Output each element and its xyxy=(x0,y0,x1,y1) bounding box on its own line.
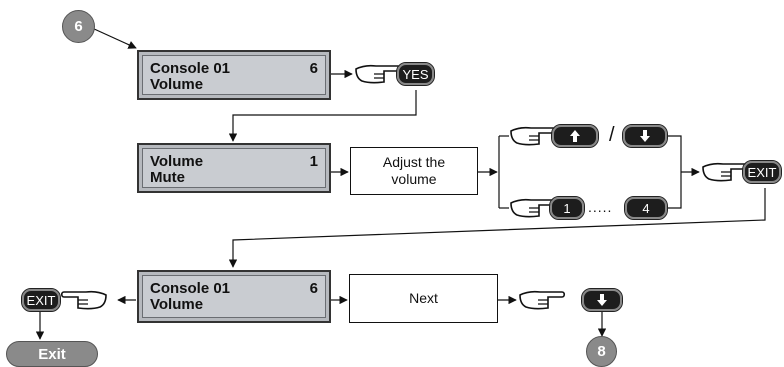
arrow-down-icon xyxy=(640,130,650,142)
next-box: Next xyxy=(349,274,498,323)
lcd-screen-console-volume-bottom: Console 01 Volume 6 xyxy=(137,270,331,323)
exit-end-label: Exit xyxy=(38,345,66,363)
exit-key-label-right: EXIT xyxy=(747,164,777,180)
adjust-volume-label: Adjust the volume xyxy=(382,154,446,187)
lcd-top-line2: Volume xyxy=(150,76,204,93)
yes-key-label: YES xyxy=(402,66,429,82)
arrow-down-icon xyxy=(597,294,607,306)
number-4-key-button[interactable]: 4 xyxy=(624,196,668,220)
step-badge-end: 8 xyxy=(586,336,617,367)
number-4-label: 4 xyxy=(642,200,650,216)
arrow-up-icon xyxy=(570,130,580,142)
lcd-bottom-line1: Console 01 xyxy=(150,280,231,297)
up-arrow-key-button[interactable] xyxy=(551,124,599,148)
pointing-hand-icon xyxy=(510,126,557,146)
lcd-middle-line1: Volume xyxy=(150,153,204,170)
exit-key-button-right[interactable]: EXIT xyxy=(742,160,782,184)
pointing-hand-icon xyxy=(355,64,402,84)
adjust-volume-box: Adjust the volume xyxy=(350,147,478,195)
exit-key-button-left[interactable]: EXIT xyxy=(21,288,61,312)
number-1-key-button[interactable]: 1 xyxy=(549,196,585,220)
range-ellipsis: ..... xyxy=(588,199,613,215)
lcd-bottom-line2: Volume xyxy=(150,296,204,313)
step-end-number: 8 xyxy=(597,343,606,360)
pointing-hand-icon xyxy=(519,290,566,310)
lcd-bottom-number: 6 xyxy=(309,280,318,297)
down-arrow-key-button[interactable] xyxy=(622,124,668,148)
exit-end-badge: Exit xyxy=(6,341,98,367)
pointing-hand-icon xyxy=(60,290,107,310)
down-arrow-key-button-bottom[interactable] xyxy=(581,288,623,312)
lcd-middle-number: 1 xyxy=(309,153,318,170)
step-badge-start: 6 xyxy=(62,10,95,43)
step-start-number: 6 xyxy=(74,18,83,35)
or-separator: / xyxy=(609,124,615,146)
pointing-hand-icon xyxy=(510,198,557,218)
lcd-middle-line2: Mute xyxy=(150,169,185,186)
yes-key-button[interactable]: YES xyxy=(396,62,435,86)
next-label: Next xyxy=(409,290,438,306)
exit-key-label-left: EXIT xyxy=(26,292,56,308)
lcd-screen-console-volume: Console 01 Volume 6 xyxy=(137,50,331,100)
pointing-hand-icon xyxy=(702,162,749,182)
lcd-top-line1: Console 01 xyxy=(150,60,231,77)
lcd-top-number: 6 xyxy=(309,60,318,77)
number-1-label: 1 xyxy=(563,200,571,216)
lcd-screen-volume-mute: Volume Mute 1 xyxy=(137,143,331,193)
